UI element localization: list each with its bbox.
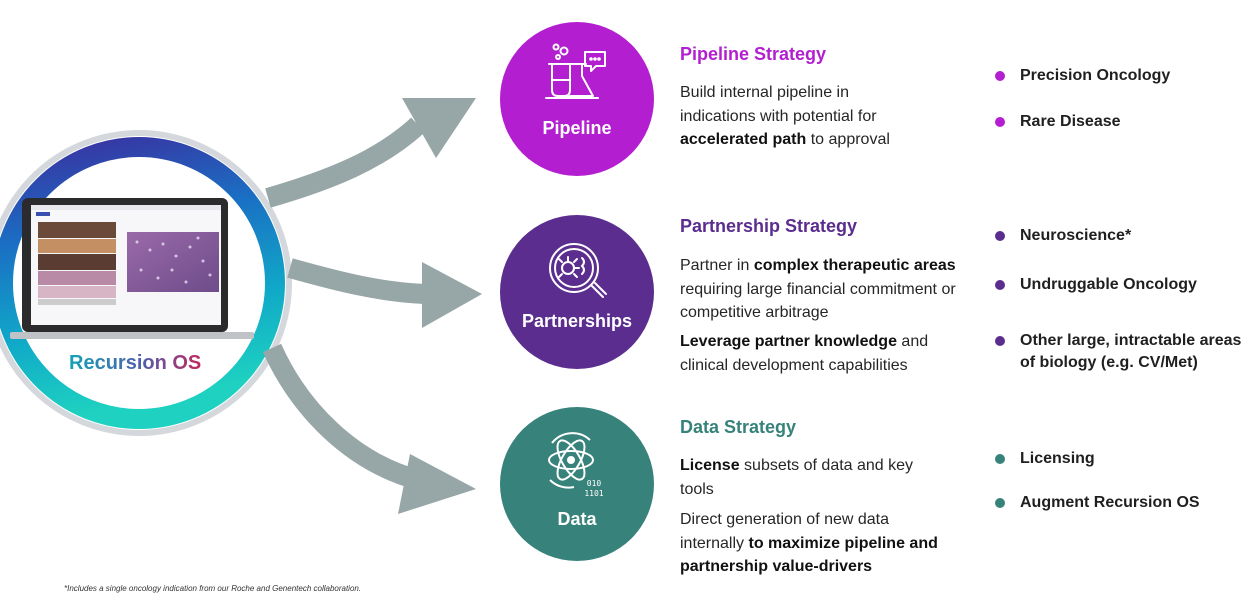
data-circle-label: Data <box>557 509 597 529</box>
arrow-to-data <box>262 343 421 490</box>
partnership-description: Partner in complex therapeutic areas req… <box>680 257 956 321</box>
laptop-icon <box>10 198 254 339</box>
bullet-dot-icon <box>995 117 1005 127</box>
bullet-text: Rare Disease <box>1020 113 1121 130</box>
footnote: *Includes a single oncology indication f… <box>64 584 362 593</box>
bullet-text: Precision Oncology <box>1020 67 1171 84</box>
arrow-to-partnerships-head <box>422 262 482 328</box>
bullet-augment-recursion-os: Augment Recursion OS <box>995 492 1252 514</box>
data-circle <box>500 407 654 561</box>
arrow-to-pipeline-head <box>402 98 476 158</box>
bullet-dot-icon <box>995 280 1005 290</box>
microscope-search-icon <box>549 243 607 298</box>
bullet-dot-icon <box>995 71 1005 81</box>
bullet-undruggable-oncology: Undruggable Oncology <box>995 274 1252 296</box>
arrows <box>262 98 482 514</box>
arrow-to-pipeline <box>265 117 425 208</box>
pipeline-description: Build internal pipeline in indications w… <box>680 84 890 148</box>
bullet-text: Licensing <box>1020 450 1095 467</box>
data-strategy-heading: Data Strategy <box>680 417 797 437</box>
partnerships-circle-label: Partnerships <box>521 311 633 331</box>
pipeline-strategy-heading: Pipeline Strategy <box>680 44 827 64</box>
partnership-leverage-text: Leverage partner knowledge and clinical … <box>680 333 929 374</box>
data-license-text: License subsets of data and key tools <box>680 457 914 498</box>
bullet-dot-icon <box>995 231 1005 241</box>
bullet-text: Neuroscience* <box>1020 227 1132 244</box>
bullet-text: Undruggable Oncology <box>1020 276 1197 293</box>
recursion-os-label: Recursion OS <box>69 352 202 374</box>
arrow-to-partnerships <box>287 258 426 304</box>
bullet-dot-icon <box>995 498 1005 508</box>
data-generation-text: Direct generation of new data internally… <box>680 511 938 575</box>
bullet-neuroscience: Neuroscience* <box>995 225 1252 247</box>
binary-top-text: 010 <box>587 479 602 488</box>
bullet-dot-icon <box>995 336 1005 346</box>
partnership-strategy-heading: Partnership Strategy <box>680 216 858 236</box>
lab-flask-icon <box>545 43 606 99</box>
atom-data-icon: 010 1101 <box>548 432 604 498</box>
bullet-licensing: Licensing <box>995 448 1252 470</box>
bullet-other-biology: Other large, intractable areas of biolog… <box>995 330 1252 374</box>
bullet-dot-icon <box>995 454 1005 464</box>
bullet-rare-disease: Rare Disease <box>995 111 1252 133</box>
pipeline-circle-label: Pipeline <box>542 118 612 138</box>
bullet-text: Augment Recursion OS <box>1020 494 1200 511</box>
arrow-to-data-head <box>398 454 476 514</box>
bullet-precision-oncology: Precision Oncology <box>995 65 1252 87</box>
bullet-text: Other large, intractable areas of biolog… <box>1020 332 1242 371</box>
binary-bottom-text: 1101 <box>584 489 603 498</box>
